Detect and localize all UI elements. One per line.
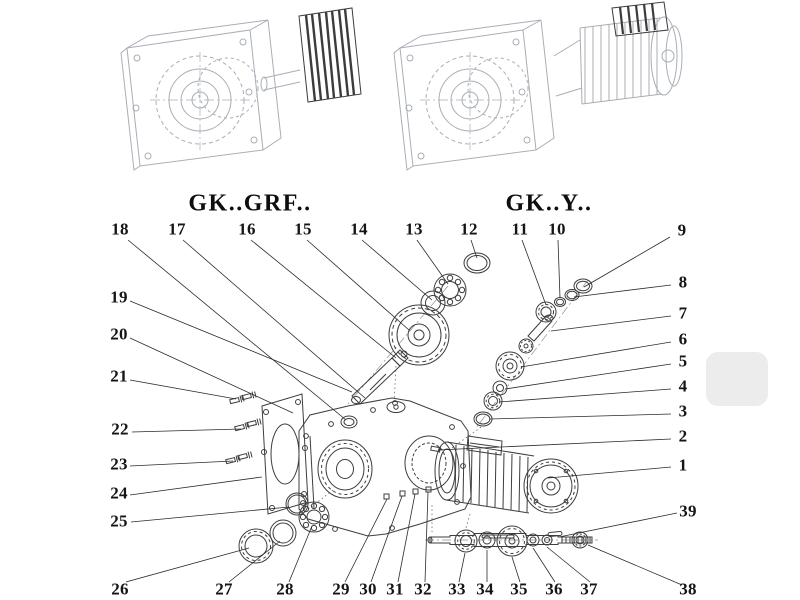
callout-8: 8 — [678, 272, 688, 292]
upper-bearing-rings — [420, 252, 491, 316]
small-fasteners — [383, 486, 432, 500]
callout-14: 14 — [350, 219, 368, 239]
callout-24: 24 — [110, 483, 128, 503]
centerlines — [347, 279, 598, 541]
callout-20: 20 — [110, 324, 128, 344]
callout-21: 21 — [110, 366, 128, 386]
callout-11: 11 — [511, 219, 529, 239]
shaft-key — [547, 530, 563, 538]
exploded-view — [225, 252, 598, 564]
callout-33: 33 — [448, 579, 466, 599]
callout-26: 26 — [111, 579, 129, 599]
callout-13: 13 — [405, 219, 423, 239]
callout-28: 28 — [276, 579, 294, 599]
callout-25: 25 — [110, 511, 128, 531]
callout-22: 22 — [111, 419, 129, 439]
output-bearing-stack — [238, 492, 330, 564]
callout-9: 9 — [677, 220, 687, 240]
callout-27: 27 — [215, 579, 233, 599]
callout-15: 15 — [294, 219, 312, 239]
alignment-dotted-lines — [304, 365, 482, 534]
callout-36: 36 — [545, 579, 563, 599]
motor-sketch — [553, 1, 683, 105]
model-label-gk-y: GK..Y.. — [505, 190, 593, 217]
callout-1: 1 — [678, 455, 688, 475]
callout-38: 38 — [679, 579, 697, 599]
callout-5: 5 — [678, 351, 688, 371]
gear-housing — [298, 397, 472, 537]
electric-motor — [430, 435, 579, 514]
callout-12: 12 — [460, 219, 478, 239]
callout-31: 31 — [386, 579, 404, 599]
watermark — [706, 352, 768, 406]
callout-30: 30 — [359, 579, 377, 599]
callout-3: 3 — [678, 401, 688, 421]
callout-37: 37 — [580, 579, 598, 599]
terminal-box — [611, 1, 669, 37]
callout-2: 2 — [678, 426, 688, 446]
callout-32: 32 — [414, 579, 432, 599]
gear-and-shaft — [340, 304, 450, 429]
input-pinion-cascade — [473, 278, 593, 427]
callout-10: 10 — [548, 219, 566, 239]
assembled-sketch-gk-grf — [120, 7, 362, 171]
callout-29: 29 — [332, 579, 350, 599]
callout-17: 17 — [168, 219, 186, 239]
callout-35: 35 — [510, 579, 528, 599]
callout-23: 23 — [110, 454, 128, 474]
callout-39: 39 — [679, 501, 697, 521]
input-fin-cover — [298, 7, 362, 103]
callout-18: 18 — [111, 219, 129, 239]
leader-lines — [125, 236, 683, 586]
flange-bolts — [225, 391, 262, 465]
output-shaft-assembly — [427, 525, 593, 557]
callout-6: 6 — [678, 329, 688, 349]
assembled-sketch-gk-y — [393, 1, 683, 171]
model-label-gk-grf: GK..GRF.. — [188, 190, 312, 217]
callout-7: 7 — [678, 303, 688, 323]
callout-16: 16 — [238, 219, 256, 239]
callout-34: 34 — [476, 579, 494, 599]
callout-19: 19 — [110, 287, 128, 307]
callout-4: 4 — [678, 376, 688, 396]
